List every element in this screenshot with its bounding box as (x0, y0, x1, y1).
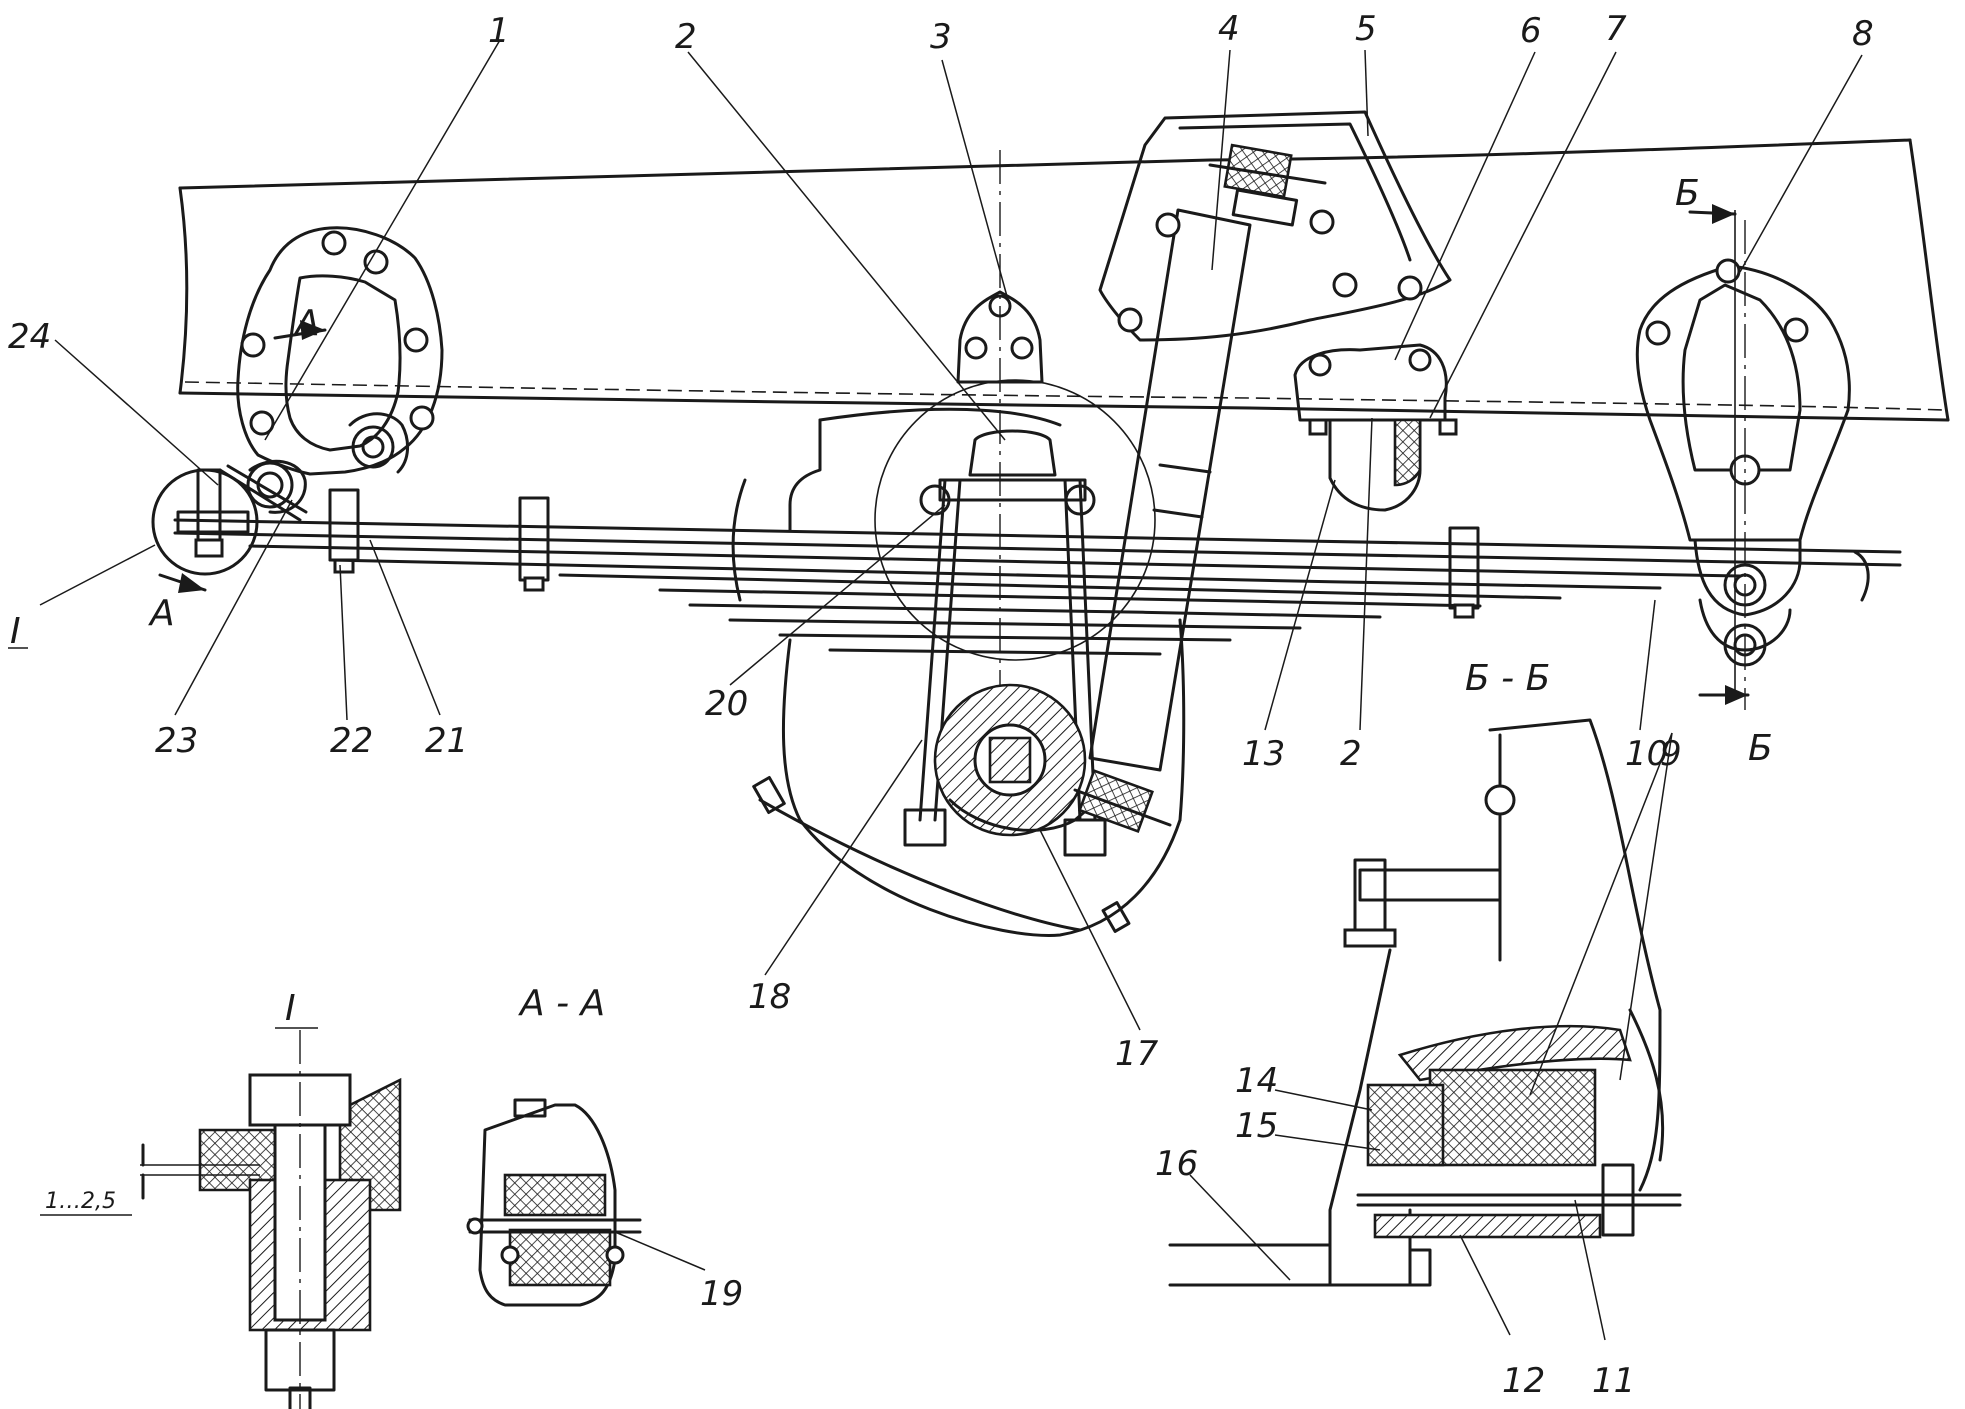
frame-rail (178, 138, 1950, 422)
cut-B-top: Б (1675, 173, 1700, 214)
shock-upper-bracket (1098, 110, 1452, 342)
callout-3: 3 (930, 17, 952, 57)
callout-23: 23 (155, 721, 198, 761)
rebound-buffer (1293, 343, 1458, 512)
section-arrows (158, 204, 1750, 705)
cut-B-bottom: Б (1748, 728, 1773, 769)
callout-20: 20 (705, 684, 748, 724)
callout-13: 13 (1242, 734, 1285, 774)
callout-1: 1 (488, 11, 510, 51)
section-BB-view (1168, 718, 1682, 1287)
spring-pad (938, 429, 1087, 502)
detail-mark-I: I (10, 611, 21, 652)
rear-spring-bracket (1635, 210, 1851, 710)
callout-11: 11 (1592, 1361, 1635, 1401)
dimension-clearance: 1…2,5 (45, 1189, 116, 1214)
rear-spring-clip (1448, 526, 1480, 619)
callout-5: 5 (1355, 9, 1377, 49)
callout-7: 7 (1605, 9, 1627, 49)
leaf-spring (173, 518, 1902, 656)
callout-9: 9 (1660, 734, 1682, 774)
shock-absorber (1073, 143, 1327, 834)
callout-15: 15 (1235, 1106, 1278, 1146)
callout-24: 24 (8, 317, 51, 357)
callout-22: 22 (330, 721, 373, 761)
section-title-BB: Б - Б (1465, 658, 1550, 699)
callout-19: 19 (700, 1274, 743, 1314)
callout-2: 2 (675, 17, 697, 57)
callout-4: 4 (1218, 9, 1240, 49)
callout-labels: 1 2 3 4 5 6 7 8 9 10 11 12 13 14 15 16 1… (8, 9, 1874, 1401)
front-spring-bracket (236, 226, 444, 476)
callout-6: 6 (1520, 11, 1542, 51)
callout-16: 16 (1155, 1144, 1198, 1184)
section-AA-view (466, 1098, 642, 1307)
cut-A-top: А (293, 303, 320, 344)
callout-8: 8 (1852, 14, 1874, 54)
axle-housing (731, 379, 1186, 937)
callout-18: 18 (748, 977, 791, 1017)
callout-10: 10 (1625, 734, 1668, 774)
cut-A-bottom: А (148, 593, 175, 634)
leader-lines (39, 39, 1863, 1341)
callout-2-lower: 2 (1340, 734, 1362, 774)
section-title-AA: А - А (518, 983, 605, 1024)
callout-14: 14 (1235, 1061, 1278, 1101)
callout-12: 12 (1502, 1361, 1545, 1401)
view-labels: I I А А А - А Б Б Б - Б 1…2,5 (8, 173, 1773, 1214)
detail-title-I: I (285, 988, 296, 1029)
callout-21: 21 (425, 721, 468, 761)
axle-tube-section (933, 683, 1112, 837)
callout-17: 17 (1115, 1034, 1159, 1074)
detail-I-view (40, 1030, 402, 1409)
